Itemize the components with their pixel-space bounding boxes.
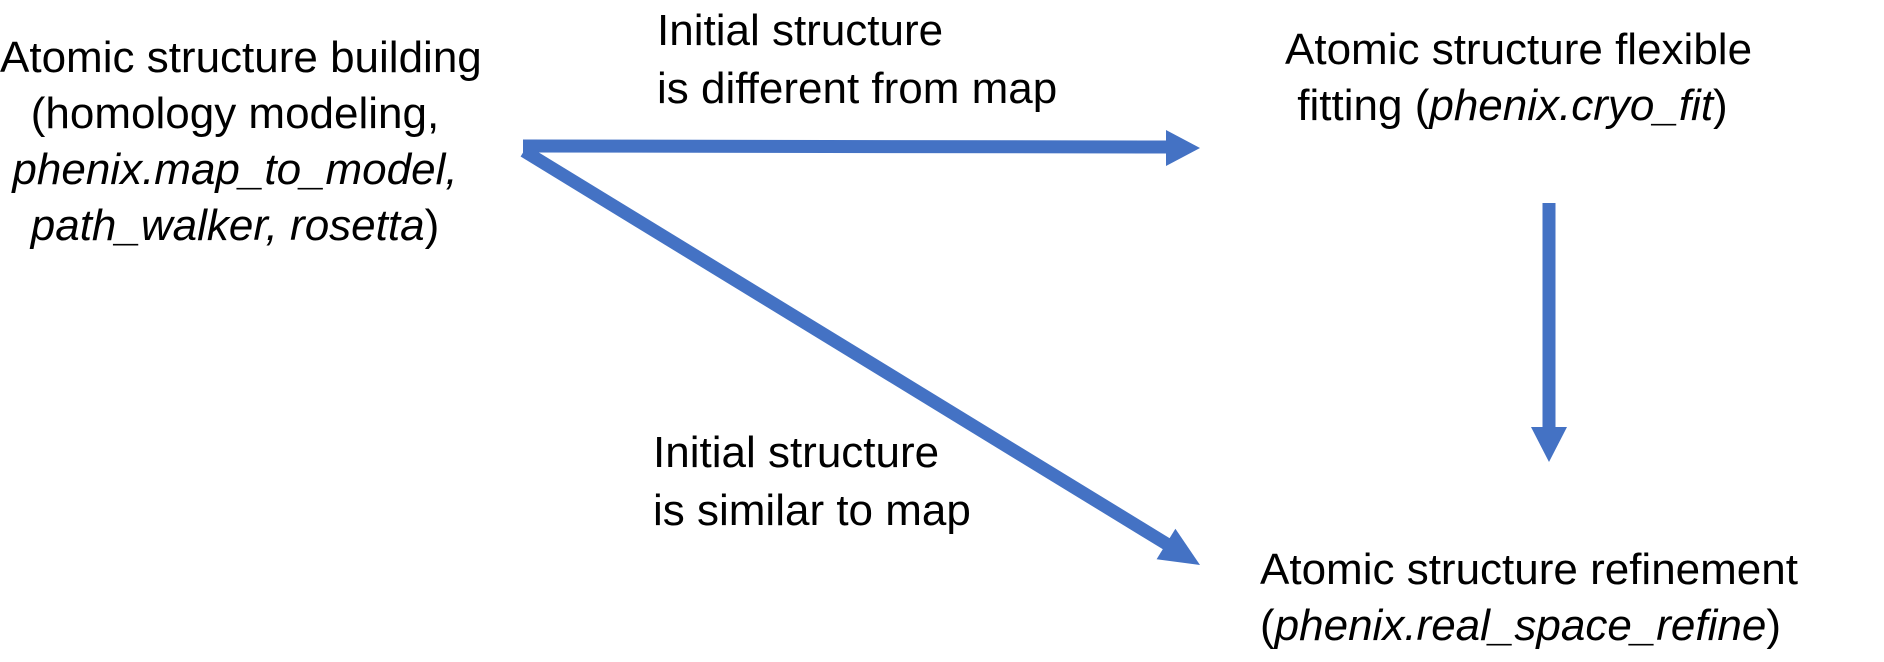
- node-atomic-structure-building: Atomic structure building (homology mode…: [0, 30, 482, 254]
- edge-label-different: Initial structure is different from map: [657, 2, 1057, 118]
- node-fitting-line2-suffix: ): [1713, 81, 1728, 130]
- arrow-fitting-to-refinement-head: [1531, 427, 1567, 462]
- node-fitting-line1: Atomic structure flexible: [1285, 25, 1753, 74]
- arrow-building-to-fitting-head: [1166, 130, 1200, 166]
- node-building-line4-italic: path_walker, rosetta: [30, 201, 425, 250]
- node-building-line3: phenix.map_to_model,: [12, 145, 458, 194]
- node-fitting-line2: fitting (phenix.cryo_fit): [1285, 78, 1740, 134]
- node-fitting-line2-italic: phenix.cryo_fit: [1429, 81, 1714, 130]
- arrow-building-to-fitting: [522, 130, 1200, 166]
- node-building-line1: Atomic structure building: [0, 33, 482, 82]
- node-flexible-fitting: Atomic structure flexible fitting (pheni…: [1285, 22, 1753, 134]
- edge-label-similar: Initial structure is similar to map: [653, 424, 971, 540]
- arrow-building-to-refinement-head: [1156, 528, 1200, 565]
- node-refinement-line1: Atomic structure refinement: [1260, 545, 1798, 594]
- edge-label-similar-line2: is similar to map: [653, 486, 971, 535]
- arrow-building-to-refinement: [520, 145, 1200, 565]
- node-building-line4-suffix: ): [424, 201, 440, 250]
- edge-label-different-line2: is different from map: [657, 64, 1058, 113]
- node-refinement-line2: (phenix.real_space_refine): [1260, 598, 1781, 654]
- edge-label-different-line1: Initial structure: [657, 6, 944, 55]
- edge-label-similar-line1: Initial structure: [653, 428, 940, 477]
- node-refinement-line2-italic: phenix.real_space_refine: [1274, 601, 1767, 650]
- node-fitting-line2-prefix: fitting (: [1297, 81, 1430, 130]
- node-building-line2: (homology modeling,: [30, 89, 440, 138]
- node-refinement: Atomic structure refinement (phenix.real…: [1260, 542, 1798, 654]
- arrow-fitting-to-refinement: [1531, 203, 1567, 462]
- arrow-building-to-fitting-shaft: [522, 139, 1171, 154]
- node-refinement-line2-prefix: (: [1260, 601, 1275, 650]
- node-building-line4: path_walker, rosetta): [0, 198, 470, 254]
- arrow-building-to-refinement-shaft: [520, 145, 1174, 552]
- node-refinement-line2-suffix: ): [1766, 601, 1781, 650]
